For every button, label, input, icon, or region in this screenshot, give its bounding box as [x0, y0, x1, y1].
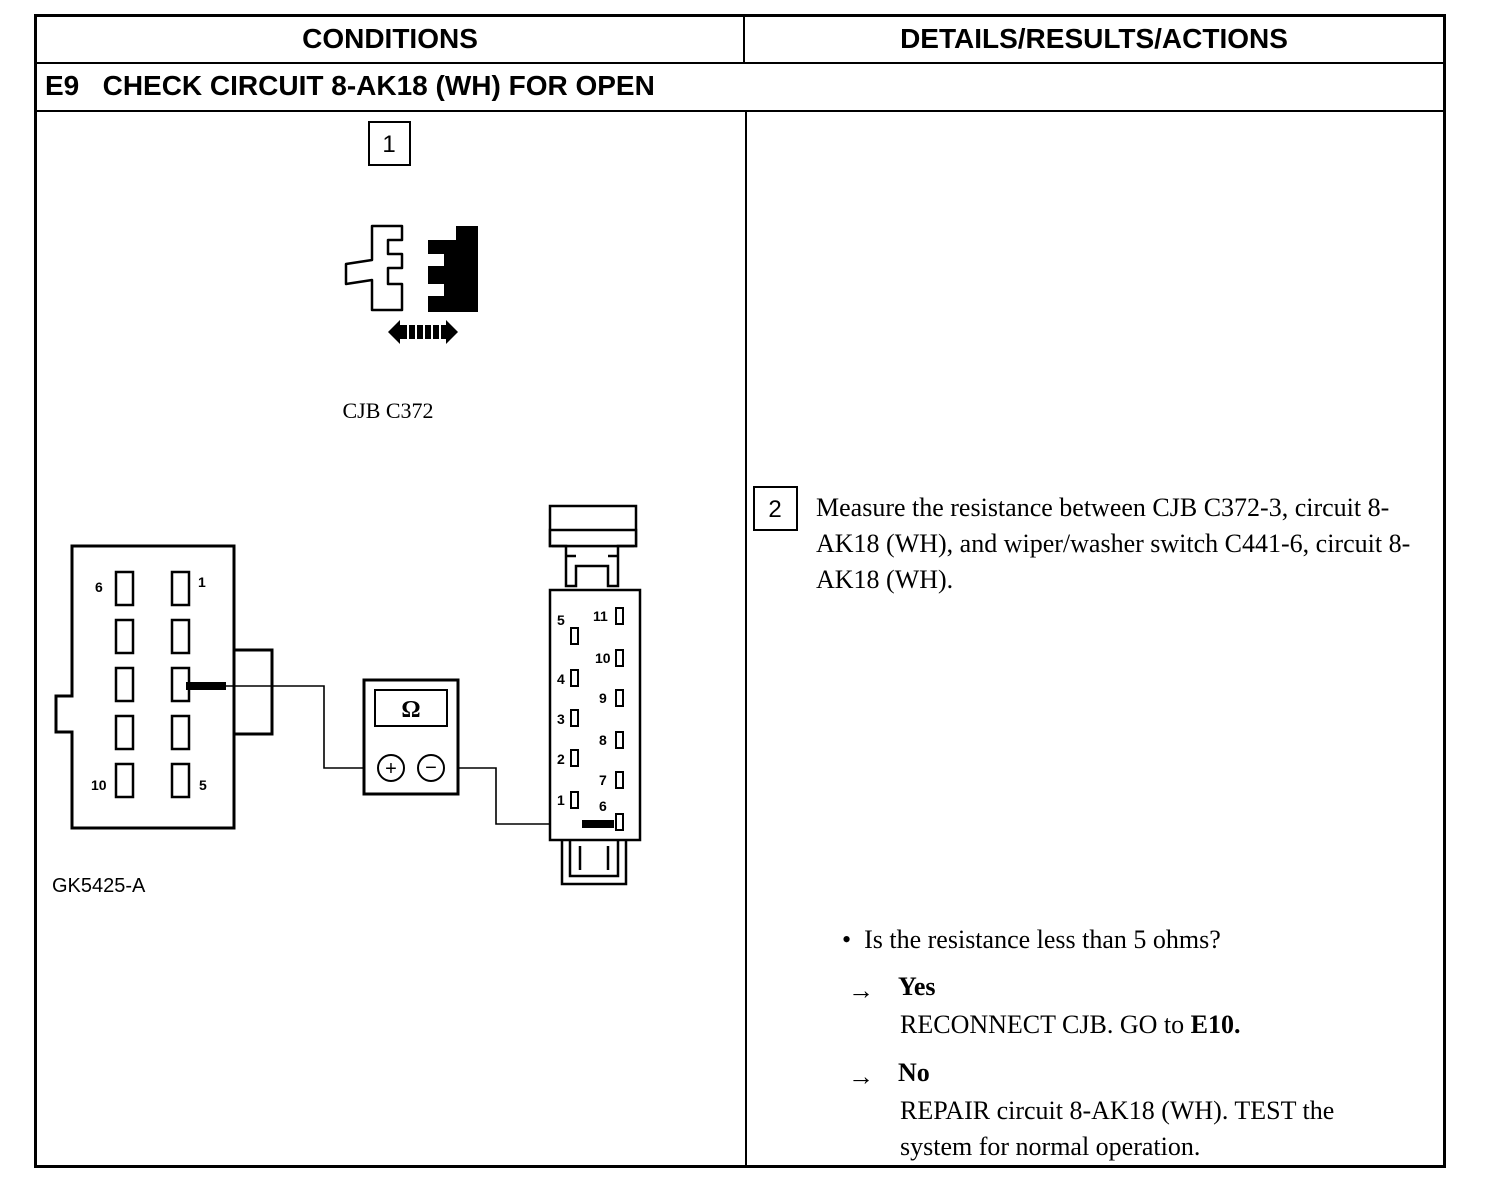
- no-action-line1: REPAIR circuit 8-AK18 (WH). TEST the: [900, 1096, 1335, 1125]
- column-divider: [745, 112, 747, 1168]
- left-pin-label-6: 6: [95, 579, 103, 595]
- conditions-header: CONDITIONS: [302, 23, 478, 54]
- figure-id: GK5425-A: [52, 875, 146, 897]
- right-pin-label-9: 9: [599, 690, 607, 706]
- no-label: No: [898, 1058, 930, 1087]
- ohm-symbol: Ω: [401, 697, 420, 723]
- right-pin-label-11: 11: [593, 608, 608, 624]
- left-pin-label-10: 10: [91, 777, 107, 793]
- no-action: REPAIR circuit 8-AK18 (WH). TEST the sys…: [900, 1093, 1334, 1165]
- question: • Is the resistance less than 5 ohms?: [842, 922, 1221, 958]
- meter-minus-terminal: −: [425, 757, 437, 779]
- right-pin-label-7: 7: [599, 772, 607, 788]
- step1-number: 1: [382, 131, 395, 158]
- step1-number-box: [368, 121, 411, 166]
- left-connector-face: [54, 544, 274, 830]
- right-probe: [582, 820, 614, 828]
- step2-instruction: Measure the resistance between CJB C372-…: [816, 493, 1411, 594]
- disconnect-connector-female-icon: [428, 226, 478, 312]
- question-text: Is the resistance less than 5 ohms?: [864, 925, 1221, 954]
- no-action-line2: system for normal operation.: [900, 1132, 1201, 1161]
- meter-plus-terminal: +: [385, 758, 397, 780]
- wire-negative: [444, 767, 582, 825]
- right-pin-label-5: 5: [557, 612, 565, 628]
- yes-action: RECONNECT CJB. GO to E10.: [900, 1007, 1240, 1043]
- wire-positive: [226, 685, 378, 769]
- no-arrow-icon: →: [848, 1062, 874, 1091]
- left-pin-label-1: 1: [198, 574, 206, 590]
- disconnect-arrow-icon: [388, 320, 458, 344]
- right-pin-label-1: 1: [557, 792, 565, 808]
- yes-arrow-icon: →: [848, 976, 874, 1005]
- right-connector-cavities: [570, 607, 624, 831]
- right-pin-label-3: 3: [557, 711, 565, 727]
- right-pin-label-2: 2: [557, 751, 565, 767]
- yes-action-text: RECONNECT CJB. GO to: [900, 1010, 1191, 1039]
- column-header-row: CONDITIONS DETAILS/RESULTS/ACTIONS: [37, 17, 1443, 64]
- header-divider: [743, 17, 745, 62]
- right-pin-label-6: 6: [599, 798, 607, 814]
- procedure-sheet: CONDITIONS DETAILS/RESULTS/ACTIONS E9 CH…: [34, 14, 1446, 1168]
- disconnect-connector-male-icon: [344, 224, 404, 312]
- right-connector: [548, 504, 642, 886]
- connector-label: CJB C372: [342, 398, 433, 423]
- step2-number-box: [753, 486, 798, 531]
- step-heading: CHECK CIRCUIT 8-AK18 (WH) FOR OPEN: [102, 70, 655, 101]
- step-title-row: E9 CHECK CIRCUIT 8-AK18 (WH) FOR OPEN: [37, 64, 1443, 112]
- right-pin-label-4: 4: [557, 671, 565, 687]
- right-pin-label-8: 8: [599, 732, 607, 748]
- bullet: •: [842, 925, 865, 954]
- yes-label: Yes: [898, 972, 936, 1001]
- right-pin-label-10: 10: [595, 650, 611, 666]
- step-title: E9 CHECK CIRCUIT 8-AK18 (WH) FOR OPEN: [45, 64, 655, 108]
- ohmmeter: [362, 678, 460, 796]
- left-pin-label-5: 5: [199, 777, 207, 793]
- step2-number: 2: [768, 496, 781, 523]
- details-header: DETAILS/RESULTS/ACTIONS: [900, 23, 1288, 54]
- step-id: E9: [45, 70, 80, 101]
- left-connector-cavities: [114, 570, 191, 799]
- left-probe: [186, 682, 226, 690]
- yes-action-link: E10.: [1190, 1010, 1241, 1039]
